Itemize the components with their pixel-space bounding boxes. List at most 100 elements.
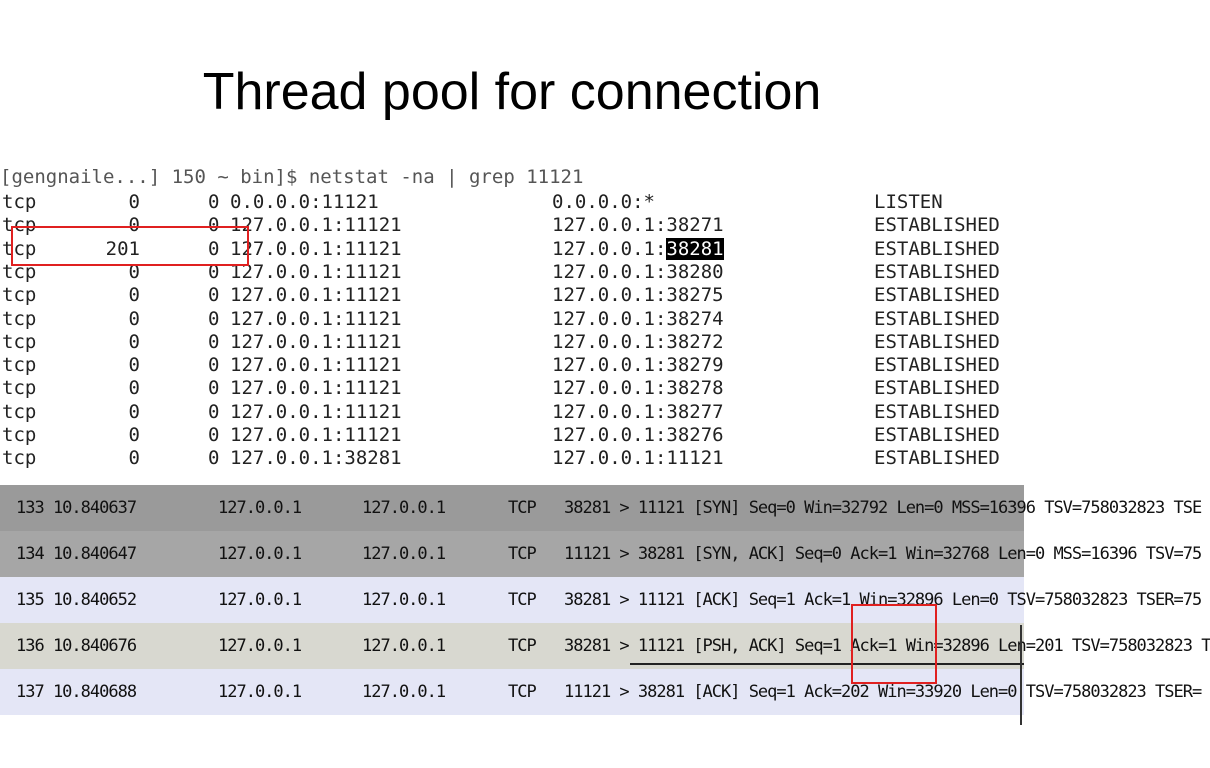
recv-q: 0 (128, 424, 140, 446)
send-q: 0 (208, 260, 220, 283)
foreign-address: 127.0.0.1:38281 (552, 237, 724, 260)
recv-q: 0 (128, 260, 140, 283)
recv-q: 0 (128, 354, 140, 377)
packet-info: 11121 > 38281 [SYN, ACK] Seq=0 Ack=1 Win… (564, 544, 1202, 564)
proto: tcp (2, 307, 37, 330)
send-q: 0 (208, 284, 220, 307)
recv-q: 0 (128, 307, 140, 330)
recv-q: 0 (128, 214, 140, 237)
state: ESTABLISHED (874, 330, 1000, 353)
local-address: 127.0.0.1:38281 (230, 447, 402, 470)
proto: tcp (2, 354, 37, 377)
recv-q: 0 (128, 330, 140, 353)
state: ESTABLISHED (874, 214, 1000, 237)
proto: tcp (2, 237, 37, 260)
foreign-address: 127.0.0.1:38280 (552, 260, 724, 283)
recv-queue-highlight-box (11, 226, 249, 266)
state: ESTABLISHED (874, 400, 1000, 423)
recv-q: 201 (105, 237, 140, 260)
proto: tcp (2, 424, 37, 446)
proto: tcp (2, 330, 37, 353)
packet-protocol: TCP (508, 636, 537, 656)
netstat-row: tcp 0 0 127.0.0.1:11121 127.0.0.1:38275 ESTAB… (0, 284, 1024, 307)
local-address: 127.0.0.1:11121 (230, 214, 402, 237)
proto: tcp (2, 284, 37, 307)
local-address: 127.0.0.1:11121 (230, 330, 402, 353)
window-edge (1020, 625, 1022, 725)
packet-no-time: 135 10.840652 (16, 590, 137, 610)
state: ESTABLISHED (874, 284, 1000, 307)
state: LISTEN (874, 191, 943, 213)
packet-info: 11121 > 38281 [ACK] Seq=1 Ack=202 Win=33… (564, 682, 1202, 702)
local-address: 0.0.0.0:11121 (230, 191, 379, 213)
state: ESTABLISHED (874, 377, 1000, 400)
send-q: 0 (208, 377, 220, 400)
send-q: 0 (208, 214, 220, 237)
packet-destination: 127.0.0.1 (362, 590, 446, 610)
packet-protocol: TCP (508, 498, 537, 518)
packet-destination: 127.0.0.1 (362, 682, 446, 702)
recv-q: 0 (128, 400, 140, 423)
netstat-command: [gengnaile...] 150 ~ bin]$ netstat -na |… (0, 166, 584, 188)
packet-destination: 127.0.0.1 (362, 544, 446, 564)
local-address: 127.0.0.1:11121 (230, 260, 402, 283)
packet-source: 127.0.0.1 (218, 590, 302, 610)
netstat-row: tcp 201 0 127.0.0.1:11121 127.0.0.1:38281 EST… (0, 237, 1024, 261)
packet-source: 127.0.0.1 (218, 636, 302, 656)
recv-q: 0 (128, 377, 140, 400)
packet-protocol: TCP (508, 590, 537, 610)
packet-destination: 127.0.0.1 (362, 498, 446, 518)
proto: tcp (2, 260, 37, 283)
foreign-address: 127.0.0.1:38276 (552, 424, 724, 446)
packet-protocol: TCP (508, 682, 537, 702)
netstat-row: tcp 0 0 127.0.0.1:11121 127.0.0.1:38280 ESTAB… (0, 261, 1024, 284)
send-q: 0 (208, 330, 220, 353)
packet-no-time: 134 10.840647 (16, 544, 137, 564)
foreign-address: 127.0.0.1:38275 (552, 284, 724, 307)
send-q: 0 (208, 237, 220, 260)
state: ESTABLISHED (874, 354, 1000, 377)
foreign-address: 127.0.0.1:11121 (552, 447, 724, 470)
foreign-address: 127.0.0.1:38272 (552, 330, 724, 353)
netstat-row: tcp 0 0 127.0.0.1:11121 127.0.0.1:38272 ESTAB… (0, 331, 1024, 354)
recv-q: 0 (128, 284, 140, 307)
send-q: 0 (208, 424, 220, 446)
state: ESTABLISHED (874, 307, 1000, 330)
packet-source: 127.0.0.1 (218, 498, 302, 518)
state: ESTABLISHED (874, 424, 1000, 446)
foreign-address: 127.0.0.1:38274 (552, 307, 724, 330)
proto: tcp (2, 214, 37, 237)
send-q: 0 (208, 191, 220, 213)
foreign-address: 0.0.0.0:* (552, 191, 655, 213)
len-highlight-box (851, 604, 937, 684)
packet-no-time: 136 10.840676 (16, 636, 137, 656)
local-address: 127.0.0.1:11121 (230, 237, 402, 260)
foreign-address: 127.0.0.1:38279 (552, 354, 724, 377)
local-address: 127.0.0.1:11121 (230, 354, 402, 377)
proto: tcp (2, 400, 37, 423)
highlighted-port: 38281 (666, 237, 724, 260)
state: ESTABLISHED (874, 260, 1000, 283)
packet-info: 38281 > 11121 [SYN] Seq=0 Win=32792 Len=… (564, 498, 1202, 518)
packet-row[interactable]: 133 10.840637 127.0.0.1 127.0.0.1 TCP 38281 … (0, 485, 1202, 531)
local-address: 127.0.0.1:11121 (230, 307, 402, 330)
recv-q: 0 (128, 191, 140, 213)
local-address: 127.0.0.1:11121 (230, 284, 402, 307)
packet-no-time: 133 10.840637 (16, 498, 137, 518)
state: ESTABLISHED (874, 237, 1000, 260)
proto: tcp (2, 447, 37, 470)
state: ESTABLISHED (874, 447, 1000, 470)
foreign-address: 127.0.0.1:38277 (552, 400, 724, 423)
packet-destination: 127.0.0.1 (362, 636, 446, 656)
